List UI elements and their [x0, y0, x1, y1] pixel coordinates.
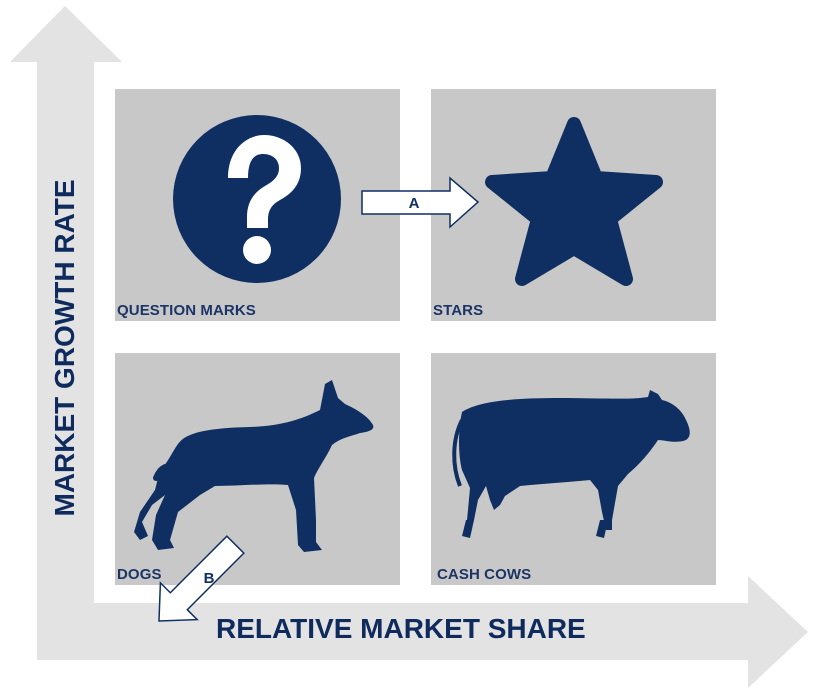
- x-axis-arrow: [37, 576, 808, 688]
- label-question-marks: QUESTION MARKS: [117, 302, 256, 319]
- y-axis-arrow: [10, 6, 122, 660]
- arrow-b: [158, 535, 245, 622]
- label-dogs: DOGS: [117, 566, 162, 583]
- arrow-a: A: [361, 176, 480, 229]
- y-axis-label: MARKET GROWTH RATE: [49, 179, 80, 517]
- star-icon: [485, 117, 663, 286]
- arrow-a-label: A: [409, 195, 420, 212]
- cow-icon: [452, 390, 690, 538]
- dog-icon: [134, 380, 374, 552]
- label-cash-cows: CASH COWS: [437, 566, 532, 583]
- question-mark-icon: [173, 115, 341, 283]
- label-stars: STARS: [433, 302, 484, 319]
- arrow-b-label: B: [204, 570, 215, 587]
- x-axis-label: RELATIVE MARKET SHARE: [216, 613, 586, 644]
